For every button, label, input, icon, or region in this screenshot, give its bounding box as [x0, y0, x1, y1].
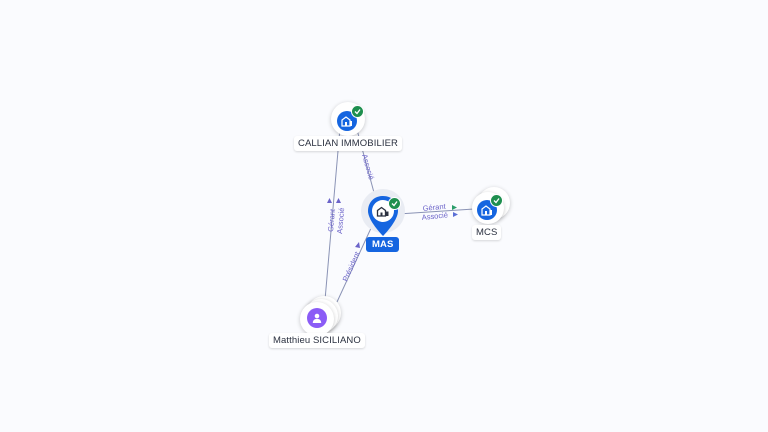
node-label-callian-immobilier: CALLIAN IMMOBILIER: [294, 136, 402, 151]
verified-check-icon: [490, 194, 503, 207]
edge-arrow-mas-mcs-2: [453, 212, 458, 217]
edge-label-mas-mcs-2: Associé: [421, 210, 448, 222]
edge-arrow-person-callian-2: [336, 198, 341, 203]
verified-check-icon: [388, 197, 401, 210]
person-icon: [312, 313, 322, 323]
verified-check-icon: [351, 105, 364, 118]
edge-label-person-callian-2: Associé: [335, 207, 346, 234]
edge-label-mas-mcs-1: Gérant: [422, 202, 447, 213]
node-label-mas: MAS: [366, 237, 400, 252]
edge-arrow-person-mas: [355, 242, 360, 248]
edge-arrow-mas-mcs: [452, 205, 457, 210]
node-label-mcs: MCS: [472, 225, 502, 240]
node-label-matthieu-siciliano: Matthieu SICILIANO: [269, 333, 365, 348]
edge-label-person-mas: Président: [341, 249, 362, 282]
edge-mas-mcs[interactable]: [397, 208, 475, 215]
edge-person-callian[interactable]: [324, 127, 341, 301]
edge-label-callian-mas: Associé: [360, 153, 376, 181]
edge-arrow-person-callian: [327, 198, 332, 203]
building-icon: [341, 116, 352, 127]
edge-label-person-callian-1: Gérant: [326, 208, 337, 233]
person-badge: [307, 308, 327, 328]
building-icon: [481, 205, 492, 216]
